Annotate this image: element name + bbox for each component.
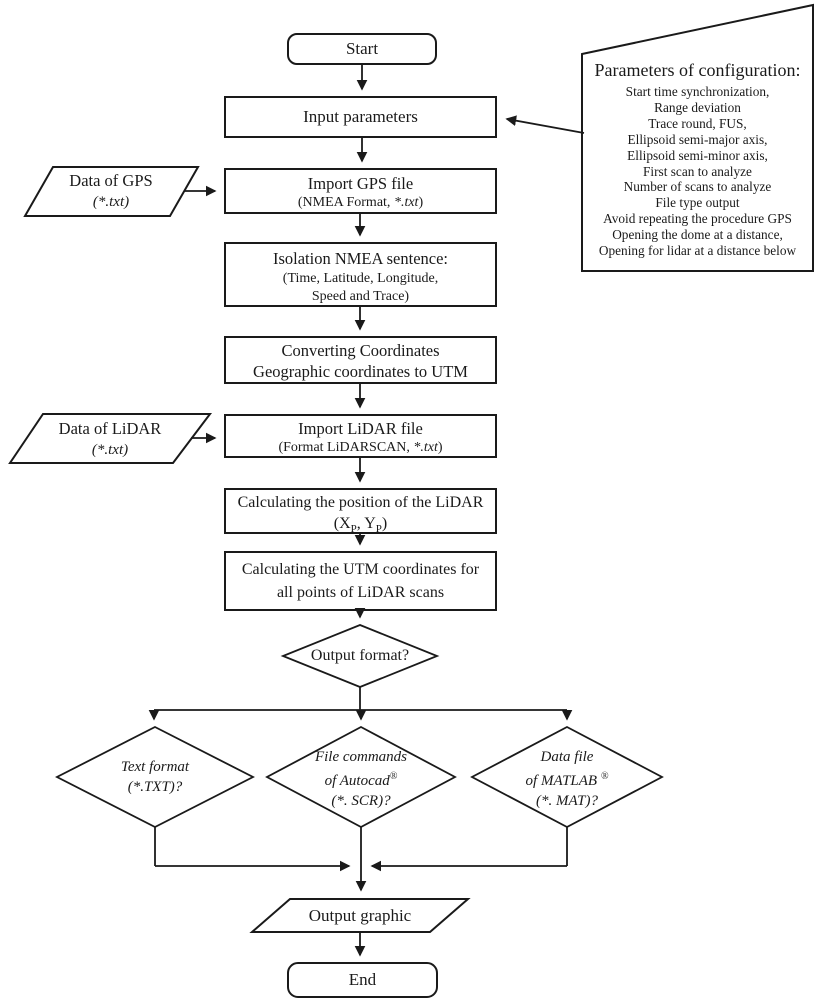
parameters-config-item: Range deviation xyxy=(654,99,741,115)
calculating-position-shape xyxy=(224,488,497,534)
data-of-lidar-line2: (*.txt) xyxy=(91,442,129,458)
data-of-gps-line1: Data of GPS xyxy=(69,171,153,190)
file-commands-line2: of Autocad® xyxy=(273,767,449,791)
parameters-config-item: Start time synchronization, xyxy=(625,84,770,99)
data-of-gps-label: Data of GPS (*.txt) xyxy=(31,170,191,213)
parameters-config-item: Trace round, FUS, xyxy=(648,115,747,131)
file-commands-line2-base: of Autocad xyxy=(324,773,390,789)
parameters-config-item: Avoid repeating the procedure GPS xyxy=(603,211,792,227)
isolation-line3: Speed and Trace) xyxy=(311,289,410,304)
parameters-config-annotation: Parameters of configuration: Start time … xyxy=(584,58,811,259)
import-lidar-line1: Import LiDAR file xyxy=(298,419,423,438)
converting-coordinates-shape xyxy=(224,336,497,384)
parameters-config-item: File type output xyxy=(655,195,740,211)
input-parameters-shape xyxy=(224,96,497,138)
parameters-config-annotation-shape xyxy=(581,3,814,272)
import-gps-line2-italic: *.txt xyxy=(393,195,419,210)
parameters-config-item: Opening the dome at a distance, xyxy=(612,227,783,243)
isolation-line1: Isolation NMEA sentence: xyxy=(272,249,449,268)
output-graphic-label: Output graphic xyxy=(308,905,412,925)
import-gps-line1: Import GPS file xyxy=(307,174,414,193)
output-format-label: Output format? xyxy=(310,647,410,664)
import-lidar-line2: (Format LiDARSCAN, *.txt) xyxy=(225,439,496,457)
import-gps-line2: (NMEA Format, *.txt) xyxy=(225,194,496,212)
isolation-nmea-label: Isolation NMEA sentence: (Time, Latitude… xyxy=(225,248,496,306)
parameters-config-title: Parameters of configuration: xyxy=(594,60,801,80)
converting-coordinates-label: Converting Coordinates Geographic coordi… xyxy=(225,340,496,382)
calc-utm-line1: Calculating the UTM coordinates for xyxy=(241,561,480,578)
data-file-matlab-label: Data file of MATLAB ® (*. MAT)? xyxy=(479,747,655,811)
parameters-config-item: Ellipsoid semi-major axis, xyxy=(627,131,768,147)
parameters-config-item: First scan to analyze xyxy=(643,163,752,179)
calculating-utm-shape xyxy=(224,551,497,611)
data-of-gps-io-shape xyxy=(23,166,200,217)
import-gps-file-label: Import GPS file (NMEA Format, *.txt) xyxy=(225,173,496,212)
parameters-config-item: Number of scans to analyze xyxy=(623,179,772,195)
matlab-reg-mark: ® xyxy=(600,771,609,782)
isolation-nmea-shape xyxy=(224,242,497,307)
data-file-line3: (*. MAT)? xyxy=(536,793,598,809)
calculating-utm-label: Calculating the UTM coordinates for all … xyxy=(225,558,496,604)
isolation-line2: (Time, Latitude, Longitude, xyxy=(282,271,439,286)
converting-line2: Geographic coordinates to UTM xyxy=(253,362,468,381)
start-label: Start xyxy=(345,39,379,58)
import-gps-line2-end: ) xyxy=(418,195,424,210)
calc-position-line1: Calculating the position of the LiDAR xyxy=(237,494,484,511)
connector-group xyxy=(148,64,585,957)
end-terminator-shape xyxy=(287,962,438,998)
import-lidar-line2-normal: (Format LiDARSCAN, xyxy=(278,440,414,455)
calculating-position-label: Calculating the position of the LiDAR (X… xyxy=(225,492,496,540)
data-file-line2: of MATLAB ® xyxy=(479,767,655,791)
data-of-lidar-line1: Data of LiDAR xyxy=(58,419,162,438)
calc-pos-sub1: P xyxy=(350,523,357,536)
calc-pos-close: ) xyxy=(381,515,388,532)
converting-line1: Converting Coordinates xyxy=(281,341,440,360)
data-of-lidar-io-shape xyxy=(8,413,213,464)
import-lidar-file-shape xyxy=(224,414,497,458)
data-file-line2-base: of MATLAB xyxy=(525,773,601,789)
arrow-params-to-input xyxy=(505,115,585,134)
end-label: End xyxy=(348,970,377,989)
data-file-line1: Data file xyxy=(540,749,594,765)
import-gps-line2-normal: (NMEA Format, xyxy=(297,195,394,210)
import-gps-file-shape xyxy=(224,168,497,214)
text-format-line2: (*.TXT)? xyxy=(127,779,183,795)
import-lidar-file-label: Import LiDAR file (Format LiDARSCAN, *.t… xyxy=(225,418,496,457)
file-commands-reg-mark: ® xyxy=(389,771,398,782)
parameters-config-item: Ellipsoid semi-minor axis, xyxy=(627,147,768,163)
parameters-config-item: Opening for lidar at a distance below xyxy=(598,243,797,259)
output-graphic-io-shape xyxy=(249,898,471,933)
text-format-line1: Text format xyxy=(120,759,190,775)
text-format-label: Text format (*.TXT)? xyxy=(67,757,243,797)
calc-pos-mid: , Y xyxy=(356,515,376,532)
calc-pos-open: (X xyxy=(333,515,351,532)
import-lidar-line2-end: ) xyxy=(437,440,443,455)
file-commands-label: File commands of Autocad® (*. SCR)? xyxy=(273,747,449,811)
file-commands-line1: File commands xyxy=(314,749,408,765)
calc-pos-sub2: P xyxy=(375,523,382,536)
import-lidar-line2-italic: *.txt xyxy=(413,440,438,455)
calc-utm-line2: all points of LiDAR scans xyxy=(276,584,445,601)
data-of-lidar-label: Data of LiDAR (*.txt) xyxy=(25,418,195,461)
file-commands-line3: (*. SCR)? xyxy=(331,793,391,809)
data-of-gps-line2: (*.txt) xyxy=(92,194,130,210)
calc-position-line2: (XP, YP) xyxy=(225,513,496,540)
input-parameters-label: Input parameters xyxy=(303,107,418,126)
